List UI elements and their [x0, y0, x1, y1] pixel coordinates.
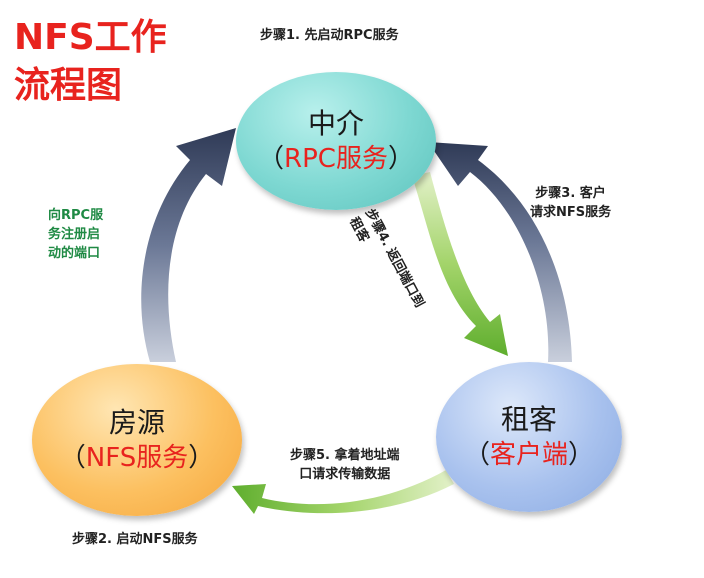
node-renter-role: （客户端） — [463, 440, 595, 471]
diagram-title: NFS工作 流程图 — [14, 14, 167, 110]
arrow-owner-to-middle — [141, 128, 236, 362]
register-port-note: 向RPC服 务注册启 动的端口 — [48, 208, 104, 261]
node-owner-role: （NFS服务） — [59, 443, 215, 474]
node-middle-role: （RPC服务） — [258, 144, 414, 175]
node-renter-name: 租客 — [500, 402, 557, 436]
node-middle-rpc: 中介 （RPC服务） — [236, 72, 436, 210]
node-owner-name: 房源 — [108, 405, 165, 439]
node-owner-nfs: 房源 （NFS服务） — [32, 364, 242, 516]
step-1-label: 步骤1. 先启动RPC服务 — [260, 28, 399, 43]
node-renter-client: 租客 （客户端） — [436, 362, 622, 512]
node-middle-name: 中介 — [307, 106, 364, 140]
title-line-2: 流程图 — [14, 65, 123, 106]
title-line-1: NFS工作 — [14, 17, 167, 58]
arrow-renter-to-owner — [232, 470, 454, 514]
arrow-middle-to-renter — [412, 172, 508, 356]
arrow-renter-to-middle — [428, 142, 572, 362]
step-5-label: 步骤5. 拿着地址端 口请求传输数据 — [290, 448, 400, 482]
step-3-label: 步骤3. 客户 请求NFS服务 — [530, 186, 612, 220]
step-2-label: 步骤2. 启动NFS服务 — [72, 532, 198, 547]
